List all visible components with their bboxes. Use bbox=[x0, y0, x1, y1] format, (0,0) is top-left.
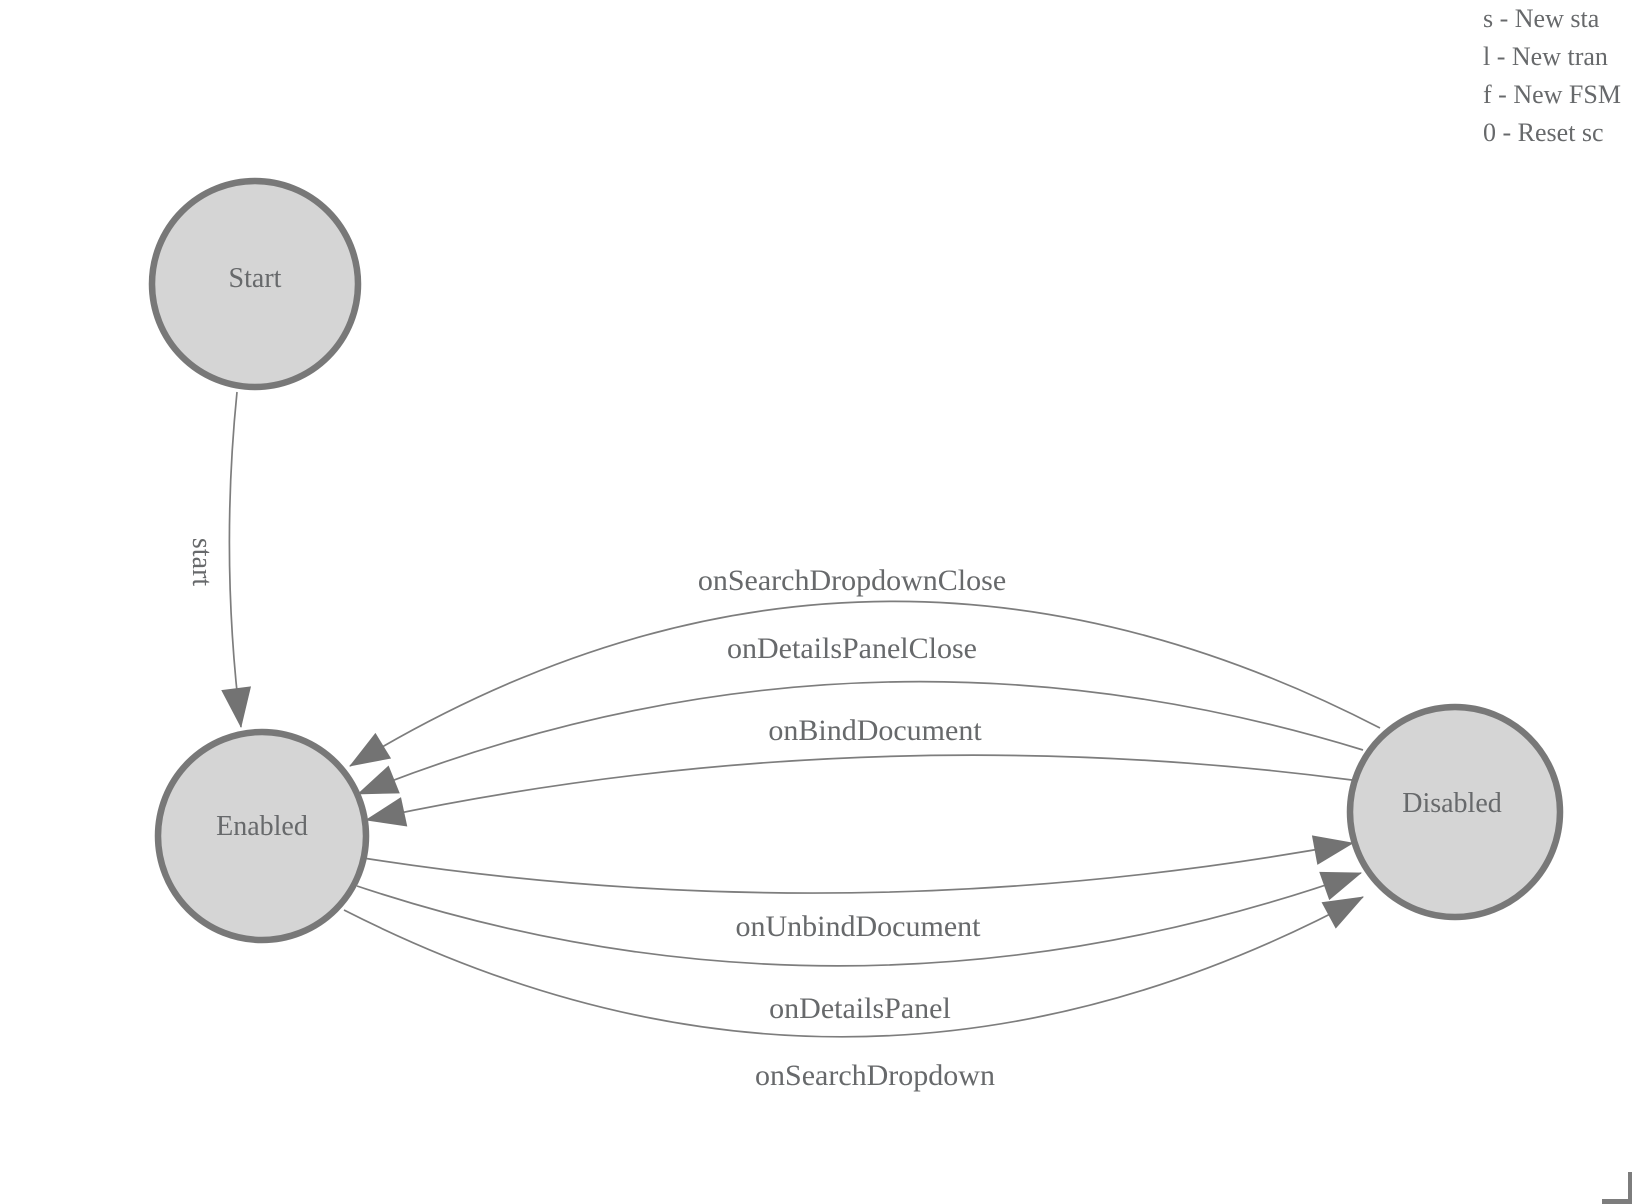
edge-label-onsearchdropdownclose: onSearchDropdownClose bbox=[698, 564, 1006, 597]
state-label-enabled: Enabled bbox=[216, 811, 308, 842]
legend-line-new-transition: l - New tran bbox=[1483, 42, 1608, 71]
edge-label-ondetailspanel: onDetailsPanel bbox=[769, 992, 951, 1025]
state-label-disabled: Disabled bbox=[1402, 788, 1502, 819]
edge-label-onsearchdropdown: onSearchDropdown bbox=[755, 1059, 995, 1092]
edge-onunbinddocument bbox=[362, 835, 1354, 894]
shortcut-legend: s - New sta l - New tran f - New FSM 0 -… bbox=[1483, 0, 1621, 152]
panel-corner bbox=[1602, 1172, 1632, 1204]
state-node-enabled[interactable]: Enabled bbox=[154, 728, 370, 944]
edge-ondetailspanel bbox=[356, 871, 1362, 967]
edge-start bbox=[221, 391, 252, 728]
edge-onbinddocument bbox=[365, 754, 1353, 827]
edge-onsearchdropdownclose bbox=[349, 600, 1381, 767]
edge-label-start: start bbox=[186, 538, 217, 586]
edge-label-onunbinddocument: onUnbindDocument bbox=[736, 910, 982, 943]
legend-line-new-state: s - New sta bbox=[1483, 4, 1600, 33]
state-node-disabled[interactable]: Disabled bbox=[1346, 703, 1564, 921]
legend-line-reset: 0 - Reset sc bbox=[1483, 118, 1604, 147]
state-label-start: Start bbox=[229, 263, 282, 294]
state-node-start[interactable]: Start bbox=[148, 177, 362, 391]
edge-label-ondetailspanelclose: onDetailsPanelClose bbox=[727, 632, 977, 665]
legend-line-new-fsm: f - New FSM bbox=[1483, 80, 1621, 109]
edge-ondetailspanelclose bbox=[357, 680, 1364, 795]
edge-label-onbinddocument: onBindDocument bbox=[768, 714, 982, 747]
edge-onsearchdropdown bbox=[343, 896, 1364, 1038]
